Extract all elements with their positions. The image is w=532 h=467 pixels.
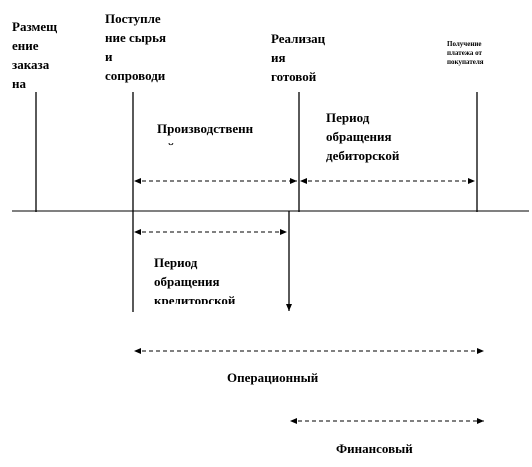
financial-cycle-label: Финансовый <box>336 441 413 456</box>
receivables-period-label: Период обращения дебиторской <box>326 110 400 163</box>
payment-received-label: Получение платежа от покупателя <box>447 40 484 66</box>
raw-materials-label: Поступле ние сырья и сопроводи <box>105 11 167 83</box>
payables-period-label: Период обращения кредиторской <box>154 255 236 304</box>
product-sale-label: Реализац ия готовой <box>271 31 326 84</box>
order-placement-label: Размещ ение заказа на <box>12 19 58 91</box>
production-process-label: Производственн ый процесс <box>157 121 254 146</box>
operating-cycle-label: Операционный <box>227 370 319 385</box>
